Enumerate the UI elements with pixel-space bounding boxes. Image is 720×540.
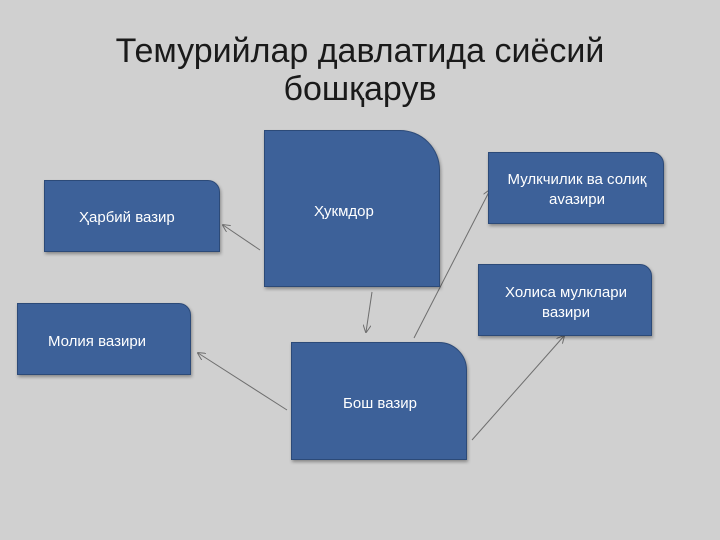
slide-title: Темурийлар давлатида сиёсий бошқарув — [0, 32, 720, 108]
arrow-hukmdor-to-bosh — [366, 291, 373, 332]
title-line-1: Темурийлар давлатида сиёсий — [115, 32, 605, 70]
arrow-bosh-to-xolisa — [471, 336, 564, 441]
harbiy-vazir-box: Ҳарбий вазир — [44, 180, 220, 252]
bosh-vazir-box: Бош вазир — [291, 342, 467, 460]
xolisa-label: Холиса мулклари вазири — [505, 284, 627, 321]
molia-vaziri-label: Молия вазири — [48, 333, 147, 350]
bosh-vazir-label: Бош вазир — [343, 395, 417, 412]
arrow-bosh-to-molia — [198, 353, 288, 411]
arrow-hukmdor-to-harbiy — [223, 225, 261, 251]
molkchilik-label: Мулкчилик ва солиқ аvазири — [507, 171, 647, 208]
xolisa-box: Холиса мулклари вазири — [478, 264, 652, 336]
title-line-2: бошқарув — [283, 70, 437, 108]
hukmdor-box: Ҳукмдор — [264, 130, 440, 287]
molkchilik-box: Мулкчилик ва солиқ аvазири — [488, 152, 664, 224]
hukmdor-label: Ҳукмдор — [314, 203, 374, 220]
molia-vaziri-box: Молия вазири — [17, 303, 191, 375]
harbiy-vazir-label: Ҳарбий вазир — [79, 209, 175, 226]
